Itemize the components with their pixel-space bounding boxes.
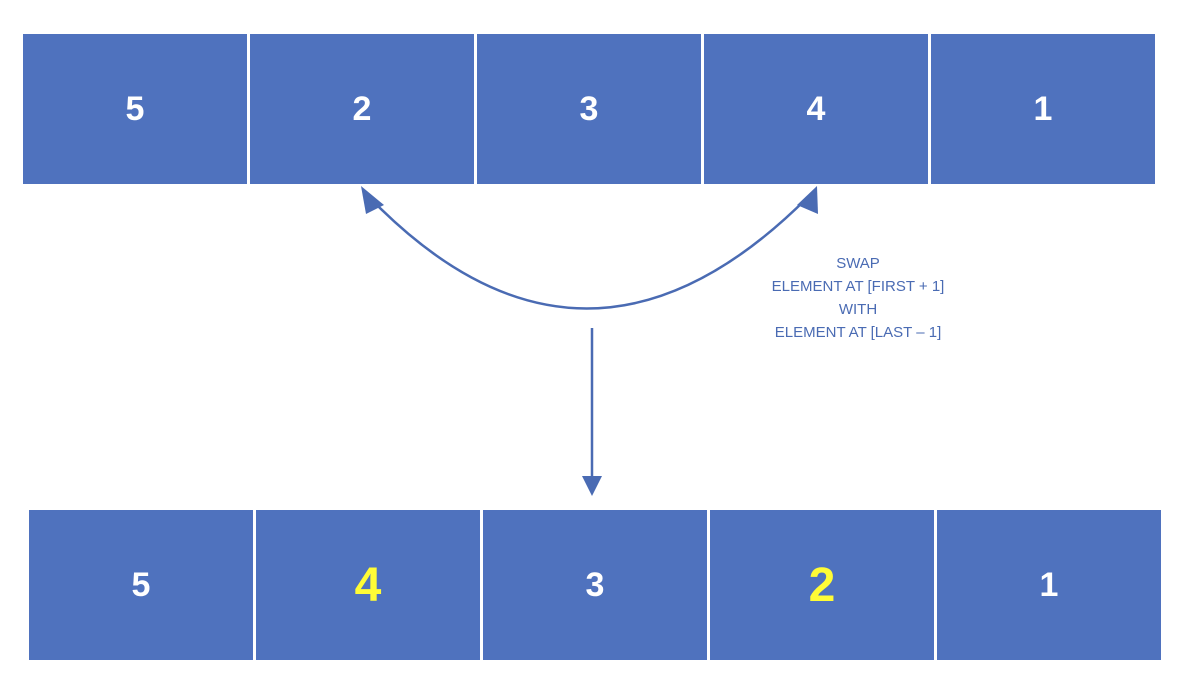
swap-label-line: SWAP (836, 255, 880, 272)
swap-arrowhead-left (361, 186, 384, 214)
bottom-array: 5 4 3 2 1 (29, 510, 1161, 660)
bottom-array-cell-swapped: 2 (710, 510, 934, 660)
top-array-cell: 4 (704, 34, 928, 184)
swap-description: SWAP ELEMENT AT [FIRST + 1] WITH ELEMENT… (738, 252, 978, 344)
top-array-cell: 3 (477, 34, 701, 184)
bottom-array-cell: 1 (937, 510, 1161, 660)
swap-label-line: ELEMENT AT [LAST – 1] (774, 324, 942, 341)
top-array-cell: 5 (23, 34, 247, 184)
top-array-cell: 2 (250, 34, 474, 184)
swap-label-line: WITH (838, 301, 878, 318)
bottom-array-cell: 5 (29, 510, 253, 660)
swap-arrowhead-right (797, 186, 818, 214)
bottom-array-cell: 3 (483, 510, 707, 660)
bottom-array-cell-swapped: 4 (256, 510, 480, 660)
down-arrowhead (582, 476, 602, 496)
top-array: 5 2 3 4 1 (23, 34, 1155, 184)
top-array-cell: 1 (931, 34, 1155, 184)
swap-label-line: ELEMENT AT [FIRST + 1] (771, 278, 945, 295)
